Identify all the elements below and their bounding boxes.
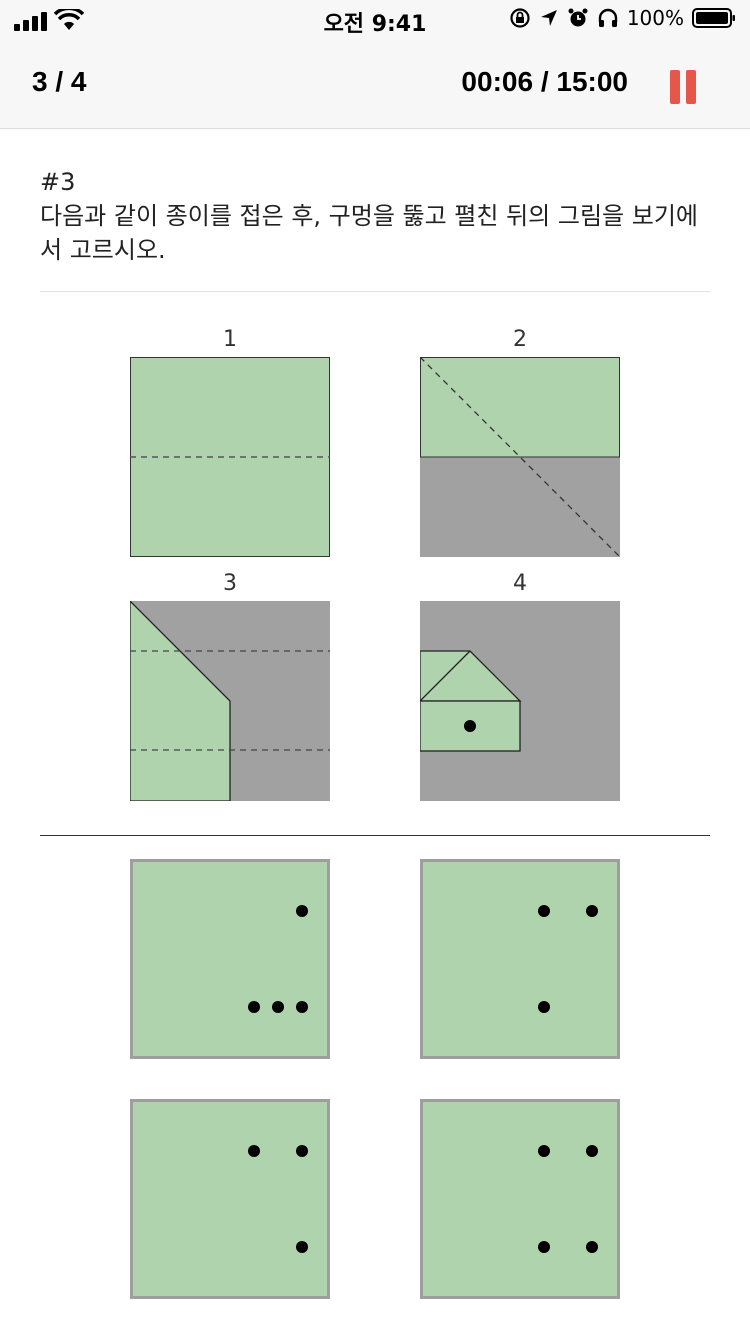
step-number: 3: [223, 571, 237, 596]
pause-icon-bar-left: [670, 70, 680, 104]
answer-option-1[interactable]: [130, 859, 330, 1059]
question-text: 다음과 같이 종이를 접은 후, 구멍을 뚫고 펼친 뒤의 그림을 보기에서 고…: [40, 202, 698, 264]
fold-step-4: 4: [420, 571, 620, 801]
status-right: 100%: [509, 6, 736, 30]
status-time: 오전 9:41: [323, 12, 427, 37]
headphones-icon: [598, 8, 618, 27]
location-icon: [540, 10, 557, 26]
signal-icon: [14, 12, 47, 31]
fold-diagram-4: [420, 601, 620, 801]
divider: [40, 291, 710, 292]
question-block: #3 다음과 같이 종이를 접은 후, 구멍을 뚫고 펼친 뒤의 그림을 보기에…: [40, 165, 710, 267]
battery-icon: [692, 8, 735, 28]
fold-diagram-3: [130, 601, 330, 801]
wifi-icon: [54, 9, 84, 30]
pause-icon-bar-right: [686, 70, 696, 104]
quiz-header: 3 / 4 00:06 / 15:00: [0, 40, 750, 129]
section-divider: [40, 835, 710, 836]
battery-percent: 100%: [626, 6, 684, 30]
step-number: 2: [513, 327, 527, 352]
answer-option-2[interactable]: [420, 859, 620, 1059]
fold-step-1: 1: [130, 327, 330, 557]
question-number: #3: [40, 168, 76, 196]
question-progress: 3 / 4: [32, 66, 87, 97]
fold-diagram-2: [420, 357, 620, 557]
answer-option-4[interactable]: [420, 1099, 620, 1299]
alarm-icon: [568, 8, 588, 27]
punch-hole: [464, 720, 476, 732]
fold-step-3: 3: [130, 571, 330, 801]
step-number: 4: [513, 571, 527, 596]
pause-button[interactable]: [670, 70, 698, 104]
answer-option-3[interactable]: [130, 1099, 330, 1299]
fold-diagram-1: [130, 357, 330, 557]
quiz-timer: 00:06 / 15:00: [461, 66, 628, 97]
fold-step-2: 2: [420, 327, 620, 557]
step-number: 1: [223, 327, 237, 352]
status-bar: 오전 9:41 100%: [0, 0, 750, 40]
rotation-lock-icon: [510, 8, 530, 28]
